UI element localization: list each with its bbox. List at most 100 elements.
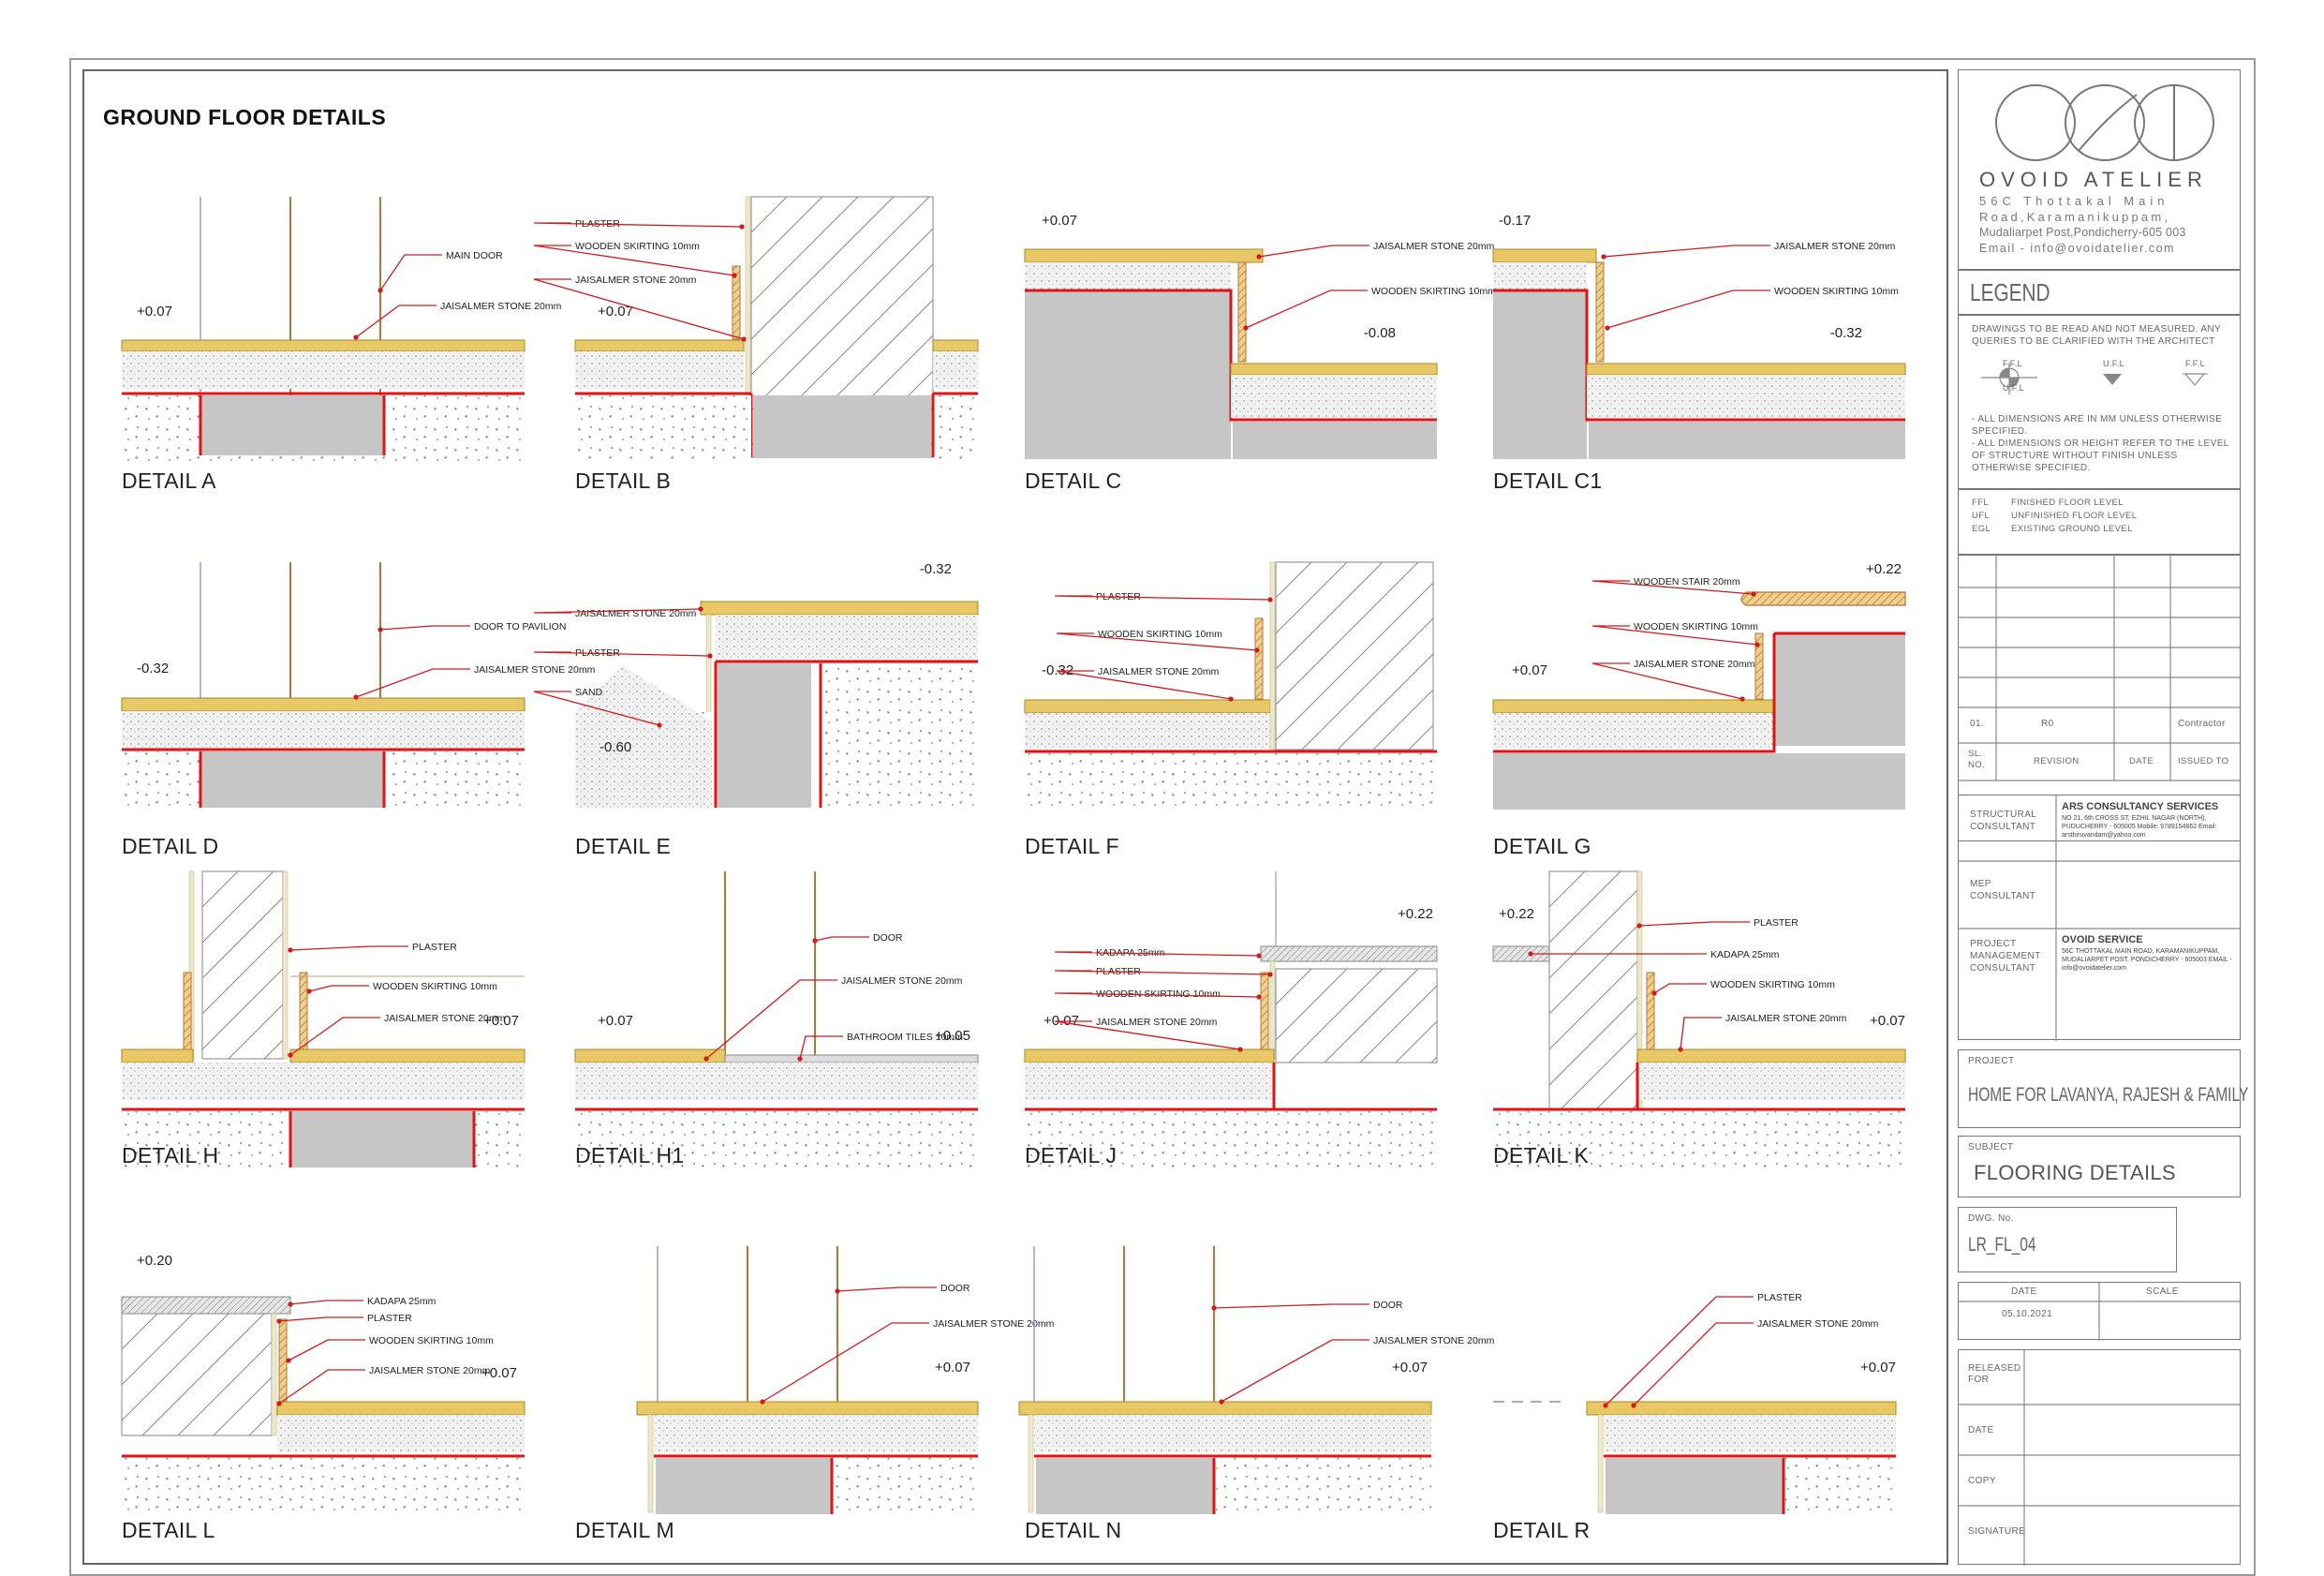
- leader-arrow-tip: [703, 1056, 709, 1062]
- note-text: JAISALMER STONE 20mm: [575, 275, 697, 286]
- level-label: -0.32: [1830, 325, 1862, 341]
- leader-line: [533, 691, 660, 726]
- leader-arrow-tip: [1636, 923, 1642, 929]
- annotation-note: PLASTER: [288, 942, 457, 953]
- revision-header-date: DATE: [2129, 756, 2154, 766]
- stone-layer: [1018, 1401, 1432, 1416]
- annotation-note: JAISALMER STONE 20mm: [1631, 1318, 1879, 1408]
- leader-arrow-tip: [1256, 953, 1262, 959]
- leader-arrow-tip: [1528, 951, 1533, 957]
- leader-arrow-tip: [1256, 254, 1262, 260]
- leader-line: [533, 222, 743, 228]
- structural-name: ARS CONSULTANCY SERVICES: [2062, 801, 2219, 812]
- detail-label: DETAIL H: [122, 1143, 219, 1167]
- note-text: PLASTER: [412, 942, 457, 953]
- structure-block: [718, 663, 811, 808]
- stone-layer: [932, 339, 979, 352]
- abbr-ufl-code: UFL: [1972, 511, 1991, 521]
- annotation-note: PLASTER: [1603, 1292, 1802, 1408]
- leader-arrow-tip: [1228, 696, 1234, 702]
- stone-layer: [1636, 1048, 1906, 1063]
- structure-block: [1589, 422, 1905, 459]
- leader-line: [1606, 290, 1770, 329]
- release-grid: [1959, 1350, 2240, 1566]
- detail-label: DETAIL J: [1025, 1143, 1118, 1167]
- subject-label: SUBJECT: [1968, 1142, 2014, 1152]
- screed-layer: [1637, 1063, 1905, 1100]
- leader-arrow-tip: [1751, 591, 1756, 597]
- annotation-note: WOODEN STAIR 20mm: [1591, 576, 1756, 597]
- leader-arrow-tip: [1678, 1047, 1683, 1052]
- annotation-note: JAISALMER STONE 20mm: [1678, 1013, 1847, 1052]
- plaster-layer: [1269, 561, 1276, 751]
- legend-title: LEGEND: [1970, 278, 2050, 306]
- annotation-note: WOODEN SKIRTING 10mm: [533, 241, 737, 278]
- level-label: +0.07: [1392, 1360, 1428, 1375]
- leader-arrow-tip: [812, 938, 818, 944]
- leader-line: [289, 1017, 380, 1056]
- firm-email: Email - info@ovoidatelier.com: [1979, 242, 2176, 255]
- note-text: WOODEN SKIRTING 10mm: [1634, 621, 1758, 632]
- note-text: WOODEN SKIRTING 10mm: [1371, 286, 1496, 297]
- leader-line: [533, 278, 745, 340]
- firm-address-2: Road,Karamanikuppam,: [1979, 210, 2171, 224]
- leader-line: [1054, 595, 1271, 601]
- leader-line: [1680, 1017, 1722, 1050]
- annotation-note: JAISALMER STONE 20mm: [1054, 1017, 1243, 1052]
- released-label: RELEASED FOR: [1968, 1363, 2021, 1385]
- project-label: PROJECT: [1968, 1056, 2015, 1066]
- annotation-note: JAISALMER STONE 20mm: [1256, 241, 1495, 260]
- annotation-note: KADAPA 25mm: [288, 1296, 437, 1307]
- note-text: WOODEN SKIRTING 10mm: [369, 1335, 494, 1346]
- leader-arrow-tip: [1256, 994, 1262, 1000]
- note-text: WOODEN SKIRTING 10mm: [373, 981, 497, 992]
- note-text: WOODEN SKIRTING 10mm: [1710, 979, 1835, 990]
- leader-arrow-tip: [1267, 972, 1273, 977]
- level-label: +0.22: [1499, 906, 1534, 922]
- detail-label: DETAIL M: [575, 1518, 674, 1542]
- date-scale-grid: [1959, 1283, 2240, 1341]
- note-text: JAISALMER STONE 20mm: [1373, 241, 1495, 252]
- structure-block: [1606, 1458, 1784, 1514]
- leader-line: [1056, 632, 1258, 651]
- annotation-note: JAISALMER STONE 20mm: [288, 1013, 506, 1058]
- stone-layer: [121, 697, 525, 712]
- leader-line: [1258, 245, 1369, 258]
- screed-layer: [1493, 713, 1774, 751]
- dwg-label: DWG. No.: [1968, 1213, 2014, 1224]
- note-text: JAISALMER STONE 20mm: [384, 1013, 506, 1024]
- annotation-note: JAISALMER STONE 20mm: [533, 606, 703, 619]
- leader-arrow-tip: [1254, 647, 1260, 653]
- annotation-note: WOODEN SKIRTING 10mm: [1651, 979, 1835, 996]
- leader-arrow-tip: [1601, 254, 1606, 260]
- note-text: KADAPA 25mm: [367, 1296, 437, 1307]
- annotation-note: JAISALMER STONE 20mm: [1601, 241, 1896, 260]
- structure-block: [753, 395, 931, 457]
- leader-line: [308, 985, 369, 992]
- note-text: MAIN DOOR: [446, 250, 503, 261]
- symbol-ffl2-label: F.F.L: [2185, 359, 2206, 368]
- plaster-layer: [647, 1414, 654, 1513]
- note-text: JAISALMER STONE 20mm: [1725, 1013, 1847, 1024]
- pmc-label: PROJECT MANAGEMENT CONSULTANT: [1970, 939, 2041, 974]
- detail-label: DETAIL F: [1025, 834, 1119, 858]
- wooden-skirting: [732, 265, 741, 340]
- firm-logo-panel: OVOID ATELIER 56C Thottakal Main Road,Ka…: [1958, 69, 2241, 270]
- wall-section: [121, 1313, 273, 1436]
- note-text: JAISALMER STONE 20mm: [841, 975, 963, 987]
- note-text: WOODEN SKIRTING 10mm: [1096, 989, 1221, 1000]
- stone-upper: [1024, 248, 1264, 263]
- note-text: WOODEN SKIRTING 10mm: [1098, 629, 1222, 640]
- stone-layer: [1492, 699, 1775, 714]
- sheet-title: GROUND FLOOR DETAILS: [103, 105, 387, 129]
- wooden-skirting: [183, 972, 192, 1050]
- note-text: JAISALMER STONE 20mm: [440, 301, 562, 312]
- annotation-note: JAISALMER STONE 20mm: [353, 301, 562, 340]
- leader-arrow-tip: [1243, 325, 1249, 331]
